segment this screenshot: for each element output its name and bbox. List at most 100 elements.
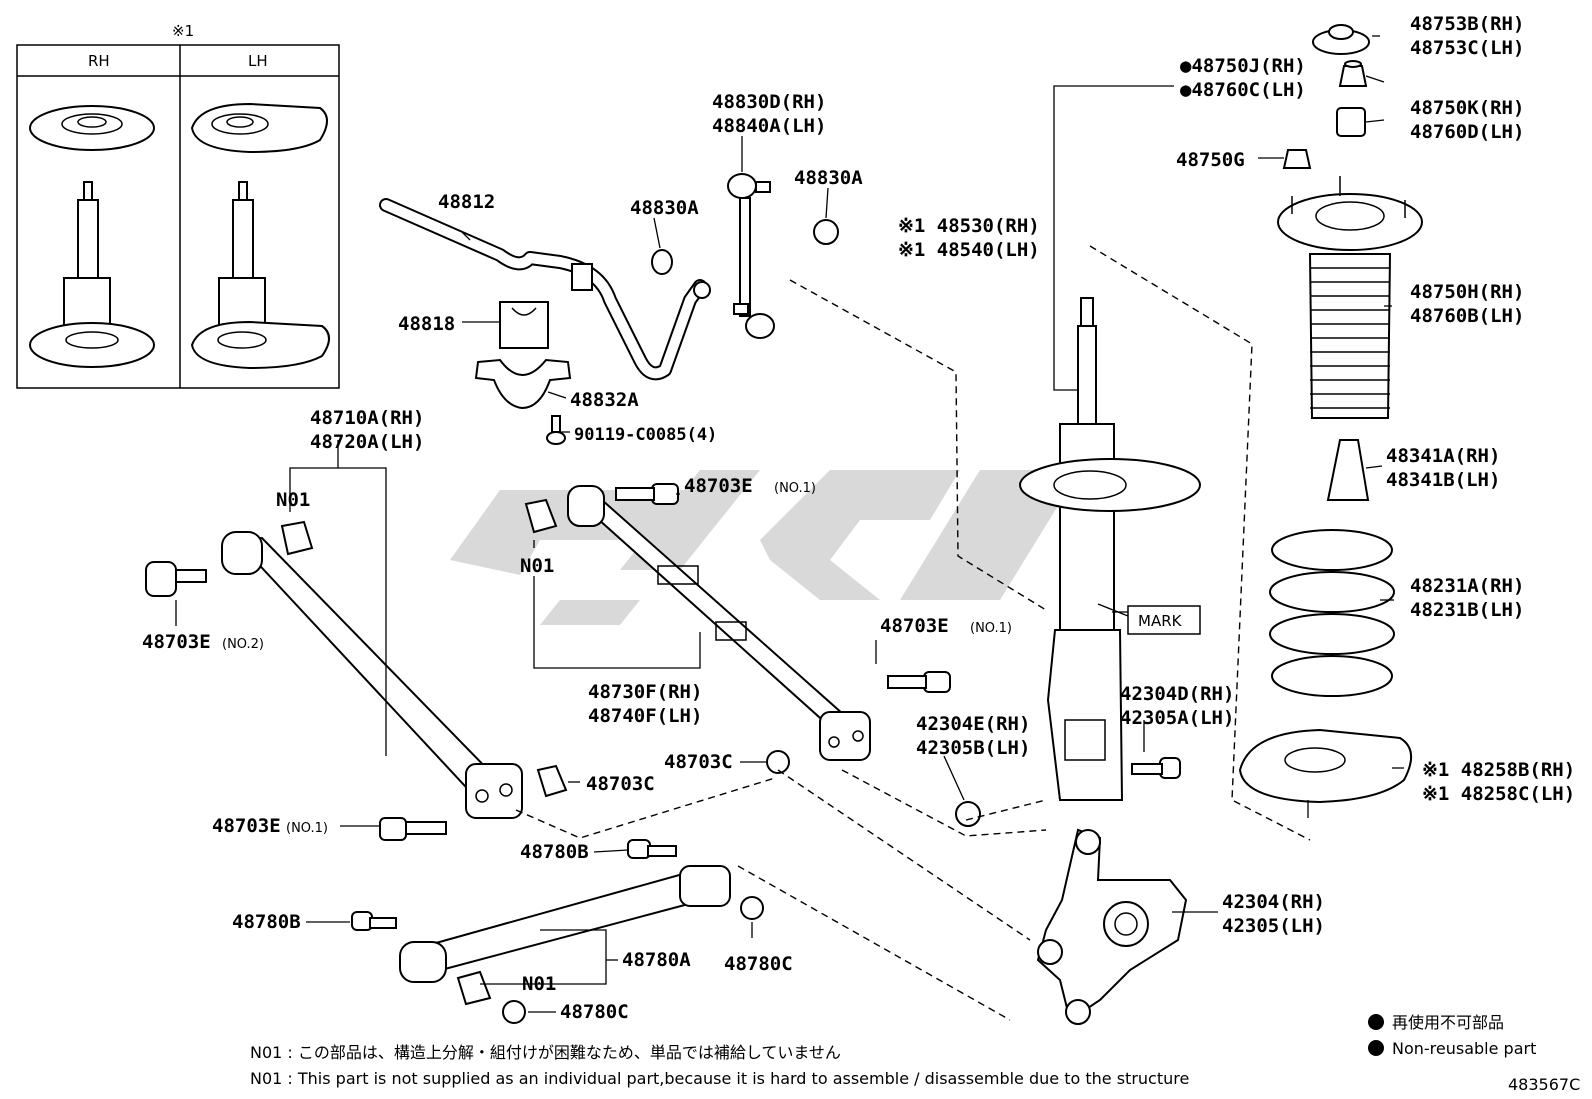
- label-48703E-no2: 48703E: [142, 631, 211, 653]
- label-no2: (NO.2): [222, 637, 264, 652]
- label-48812: 48812: [438, 191, 495, 213]
- inset-lh-seat-top: [190, 102, 328, 154]
- label-48840A: 48840A(LH): [712, 115, 826, 137]
- inset-rh-seat-top: [29, 105, 155, 151]
- toe-arm-48730F: [567, 485, 871, 761]
- label-48341A: 48341A(RH): [1386, 445, 1500, 467]
- label-48750J: ●48750J(RH): [1180, 55, 1306, 77]
- label-48780C-b: 48780C: [560, 1001, 629, 1023]
- label-N01-a: N01: [276, 489, 310, 511]
- bolt-48703E-no1-bot: [379, 817, 447, 841]
- leader-lines: [175, 35, 1404, 1013]
- nut-48830A-left: [651, 249, 673, 275]
- nut-48830A-right: [813, 219, 839, 245]
- bushing-N01-c: [456, 970, 492, 1006]
- label-48753C: 48753C(LH): [1410, 37, 1524, 59]
- legend: 再使用不可部品 Non-reusable part: [1368, 1013, 1536, 1058]
- label-48530: ※1 48530(RH): [898, 215, 1040, 237]
- label-48760D: 48760D(LH): [1410, 121, 1524, 143]
- label-48710A: 48710A(RH): [310, 407, 424, 429]
- label-48703C-a: 48703C: [586, 773, 655, 795]
- label-48830D: 48830D(RH): [712, 91, 826, 113]
- inset-col-lh: LH: [248, 52, 268, 70]
- label-48780A: 48780A: [622, 949, 691, 971]
- bushing-N01-a: [280, 520, 314, 556]
- label-48540: ※1 48540(LH): [898, 239, 1040, 261]
- note-en: N01 : This part is not supplied as an in…: [250, 1069, 1189, 1088]
- bolt-48780B-a: [627, 839, 677, 859]
- nut-48780C-a: [740, 896, 764, 920]
- bushing-N01-b: [524, 498, 558, 534]
- shock-absorber-48530: [1019, 297, 1201, 801]
- diagram-code: 483567C: [1508, 1075, 1580, 1094]
- label-48231A: 48231A(RH): [1410, 575, 1524, 597]
- part-labels: 48753B(RH) 48753C(LH) ●48750J(RH) ●48760…: [142, 13, 1575, 1023]
- label-48830A-left: 48830A: [630, 197, 699, 219]
- bracket-48832A: [474, 358, 572, 410]
- label-48760C: ●48760C(LH): [1180, 79, 1306, 101]
- label-48760B: 48760B(LH): [1410, 305, 1524, 327]
- label-48753B: 48753B(RH): [1410, 13, 1524, 35]
- stabilizer-bar-48812: [379, 198, 711, 381]
- nut-42304E: [955, 801, 981, 827]
- label-48818: 48818: [398, 313, 455, 335]
- nut-48703C-b: [766, 750, 790, 774]
- bolt-42304D: [1131, 757, 1181, 779]
- knuckle-42304: [1036, 828, 1188, 1025]
- bolt-48703E-no1-top: [615, 483, 679, 505]
- label-90119: 90119-C0085(4): [574, 425, 717, 445]
- label-48231B: 48231B(LH): [1410, 599, 1524, 621]
- label-42304D: 42304D(RH): [1120, 683, 1234, 705]
- legend-jp: 再使用不可部品: [1392, 1013, 1504, 1032]
- nut-48780C-b: [502, 1000, 526, 1024]
- label-48258C: ※1 48258C(LH): [1422, 783, 1575, 805]
- label-48740F: 48740F(LH): [588, 705, 702, 727]
- label-42305A: 42305A(LH): [1120, 707, 1234, 729]
- bolt-48780B-b: [351, 911, 397, 931]
- label-48258B: ※1 48258B(RH): [1422, 759, 1575, 781]
- label-no1-top: (NO.1): [774, 481, 816, 496]
- label-48750K: 48750K(RH): [1410, 97, 1524, 119]
- stabilizer-link-48830D: [727, 173, 775, 339]
- bolt-90119: [546, 415, 566, 445]
- stabilizer-bushing-48818: [499, 301, 549, 349]
- label-N01-c: N01: [522, 973, 556, 995]
- inset-rh-strut: [29, 181, 155, 368]
- label-48703E-no1-bot: 48703E: [212, 815, 281, 837]
- upper-arm-48780A: [399, 865, 731, 983]
- inset-lh-strut: [190, 181, 330, 370]
- label-48750G: 48750G: [1176, 149, 1245, 171]
- legend-bullet-jp: [1368, 1014, 1384, 1030]
- label-42305B: 42305B(LH): [916, 737, 1030, 759]
- label-42305: 42305(LH): [1222, 915, 1325, 937]
- watermark-logo: [450, 470, 1080, 625]
- nut-48703C-a: [536, 764, 568, 798]
- label-N01-b: N01: [520, 555, 554, 577]
- mark-label: MARK: [1138, 612, 1183, 630]
- label-42304E: 42304E(RH): [916, 713, 1030, 735]
- label-48703E-no1-mid: 48703E: [880, 615, 949, 637]
- nut-48750G: [1282, 149, 1312, 169]
- label-48750H: 48750H(RH): [1410, 281, 1524, 303]
- label-48832A: 48832A: [570, 389, 639, 411]
- label-48730F: 48730F(RH): [588, 681, 702, 703]
- label-48703C-b: 48703C: [664, 751, 733, 773]
- label-48780B-b: 48780B: [232, 911, 301, 933]
- note-jp: N01 : この部品は、構造上分解・組付けが困難なため、単品では補給していません: [250, 1043, 841, 1062]
- lower-arm-48710A: [221, 531, 523, 819]
- inset-marker: ※1: [172, 22, 194, 40]
- label-48341B: 48341B(LH): [1386, 469, 1500, 491]
- bolt-48703E-no2: [145, 561, 207, 597]
- label-48720A: 48720A(LH): [310, 431, 424, 453]
- bump-stop-48341: [1326, 439, 1370, 501]
- inset-col-rh: RH: [88, 52, 110, 70]
- label-48780C-a: 48780C: [724, 953, 793, 975]
- dust-cap-48753: [1312, 24, 1370, 55]
- label-48780B-a: 48780B: [520, 841, 589, 863]
- label-48830A-right: 48830A: [794, 167, 863, 189]
- inset-box: ※1 RH LH: [16, 22, 340, 389]
- dashed-guides: [515, 245, 1311, 1021]
- lower-spring-seat-48258: [1238, 728, 1412, 804]
